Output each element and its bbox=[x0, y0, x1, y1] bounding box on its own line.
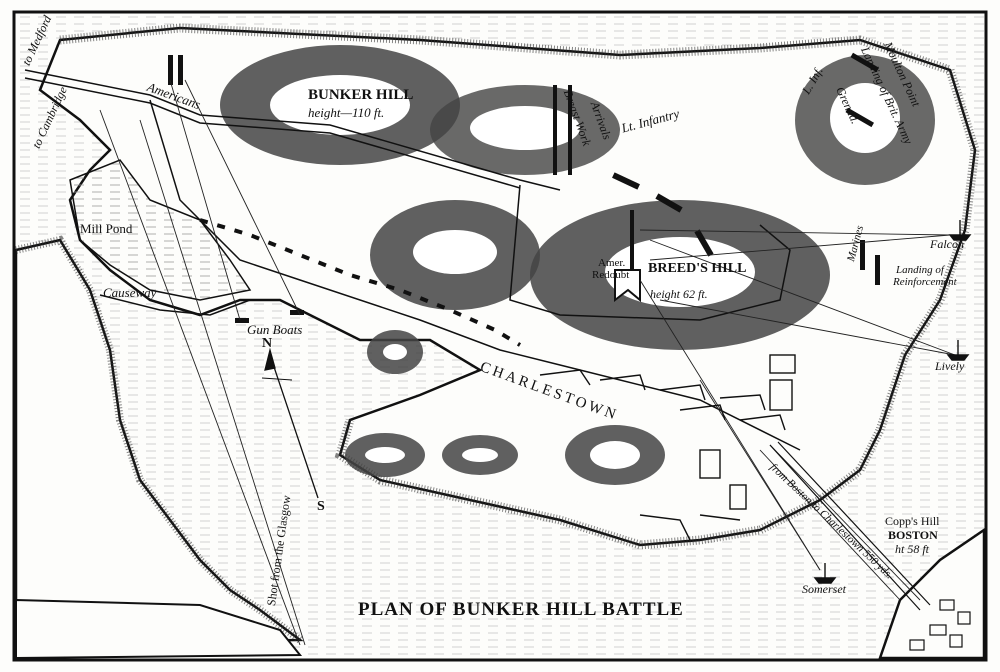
label-landing-reinf-1: Landing of bbox=[896, 264, 944, 276]
label-copps-hill: Copp's Hill bbox=[885, 514, 940, 528]
label-mill-pond: Mill Pond bbox=[80, 221, 133, 236]
breast-work bbox=[553, 85, 572, 175]
compass-crossbar bbox=[261, 377, 293, 381]
label-landing-reinf-2: Reinforcement bbox=[893, 276, 957, 288]
label-causeway: Causeway bbox=[103, 285, 157, 300]
label-south: S bbox=[317, 499, 325, 514]
bunker-hill bbox=[220, 45, 620, 175]
label-lively: Lively bbox=[935, 359, 965, 373]
label-boston: BOSTON bbox=[888, 528, 938, 542]
label-gun-boats: Gun Boats bbox=[247, 322, 303, 337]
label-breeds-height: height 62 ft. bbox=[650, 287, 708, 301]
coast-shading bbox=[59, 23, 980, 550]
label-amer-redoubt-2: Redoubt bbox=[592, 269, 630, 281]
label-north: N bbox=[262, 336, 273, 351]
ship-lively-icon bbox=[946, 340, 970, 361]
troop-formations bbox=[168, 52, 880, 323]
mill-pond bbox=[69, 159, 252, 301]
label-somerset: Somerset bbox=[802, 582, 846, 596]
ferry-line bbox=[769, 441, 931, 611]
rail-fence bbox=[199, 218, 522, 347]
mainland-south bbox=[15, 598, 303, 660]
ship-falcon-icon bbox=[948, 220, 972, 241]
boston-buildings bbox=[909, 599, 971, 651]
label-amer-redoubt-1: Amer. bbox=[598, 257, 626, 269]
label-bunker-hill: BUNKER HILL bbox=[308, 87, 414, 103]
ship-icons bbox=[813, 220, 972, 584]
fire-lines bbox=[99, 79, 956, 646]
map-title: PLAN OF BUNKER HILL BATTLE bbox=[358, 599, 684, 620]
mainland-west bbox=[14, 238, 304, 647]
boston-shore bbox=[878, 527, 986, 660]
label-bunker-height: height—110 ft. bbox=[308, 105, 385, 120]
ship-somerset-icon bbox=[813, 563, 837, 584]
american-redoubt bbox=[614, 210, 641, 303]
label-falcon: Falcon bbox=[930, 237, 964, 251]
charlestown-streets bbox=[539, 354, 796, 541]
label-breeds-hill: BREED'S HILL bbox=[648, 261, 747, 276]
map-border bbox=[12, 10, 988, 662]
label-copps-height: ht 58 ft bbox=[895, 542, 930, 556]
roads bbox=[24, 69, 801, 451]
